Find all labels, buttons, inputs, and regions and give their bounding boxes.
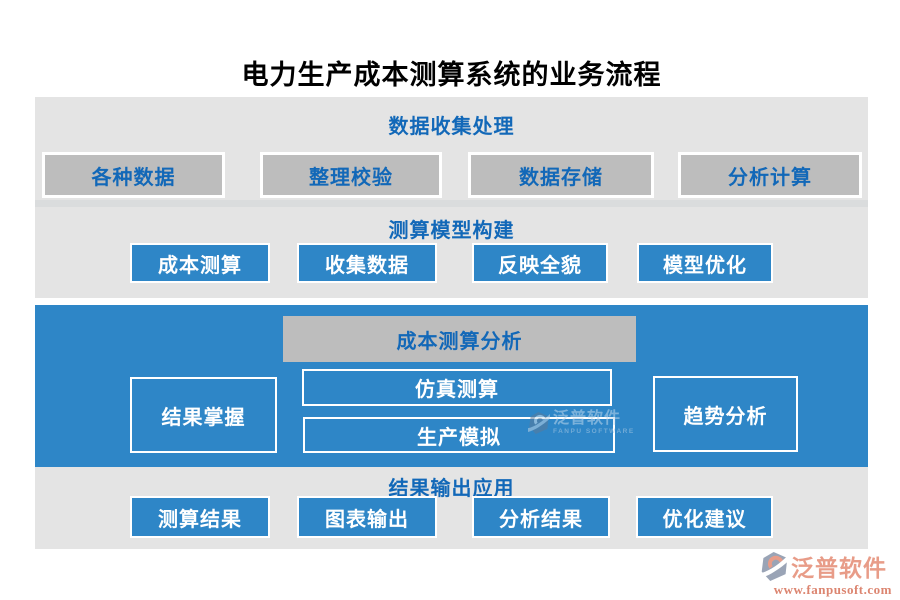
step-box-model-optimize: 模型优化 (637, 243, 773, 283)
band-header-model-building: 测算模型构建 (388, 220, 515, 242)
band-divider (35, 200, 868, 207)
step-box-simulation-calc: 仿真测算 (302, 369, 612, 406)
step-box-calc-results: 测算结果 (130, 496, 270, 538)
step-box-chart-output: 图表输出 (297, 496, 437, 538)
band-header-cost-analysis: 成本测算分析 (283, 316, 636, 362)
step-box-production-sim: 生产模拟 (303, 417, 615, 453)
band-header-result-output: 结果输出应用 (388, 478, 515, 500)
step-box-organize-check: 整理校验 (260, 152, 442, 198)
step-box-analyze-compute: 分析计算 (678, 152, 862, 198)
step-box-result-grasp: 结果掌握 (130, 377, 277, 453)
footer-url-text: www.fanpusoft.com (773, 582, 892, 597)
step-box-various-data: 各种数据 (42, 152, 225, 198)
footer-brand-text: 泛普软件 (791, 555, 887, 581)
band-cost-analysis: 成本测算分析 结果掌握 仿真测算 生产模拟 趋势分析 泛普软件 FANPU SO… (35, 305, 868, 467)
step-box-cost-calc: 成本测算 (130, 243, 270, 283)
band-model-building: 测算模型构建 成本测算 收集数据 反映全貌 模型优化 (35, 207, 868, 298)
fanpu-logo: 泛普软件 www.fanpusoft.com (760, 549, 892, 598)
step-box-collect-data: 收集数据 (297, 243, 437, 283)
step-box-analysis-results: 分析结果 (472, 496, 610, 538)
band-data-collection: 数据收集处理 各种数据 整理校验 数据存储 分析计算 (35, 97, 868, 200)
step-box-optimize-advice: 优化建议 (636, 496, 773, 538)
band-header-data-collection: 数据收集处理 (388, 116, 515, 138)
page-title: 电力生产成本测算系统的业务流程 (241, 60, 662, 90)
step-box-trend-analysis: 趋势分析 (653, 376, 798, 452)
step-box-full-picture: 反映全貌 (472, 243, 608, 283)
fanpu-logo-icon (760, 551, 789, 581)
band-result-output: 结果输出应用 测算结果 图表输出 分析结果 优化建议 (35, 467, 868, 549)
step-box-data-storage: 数据存储 (468, 152, 654, 198)
